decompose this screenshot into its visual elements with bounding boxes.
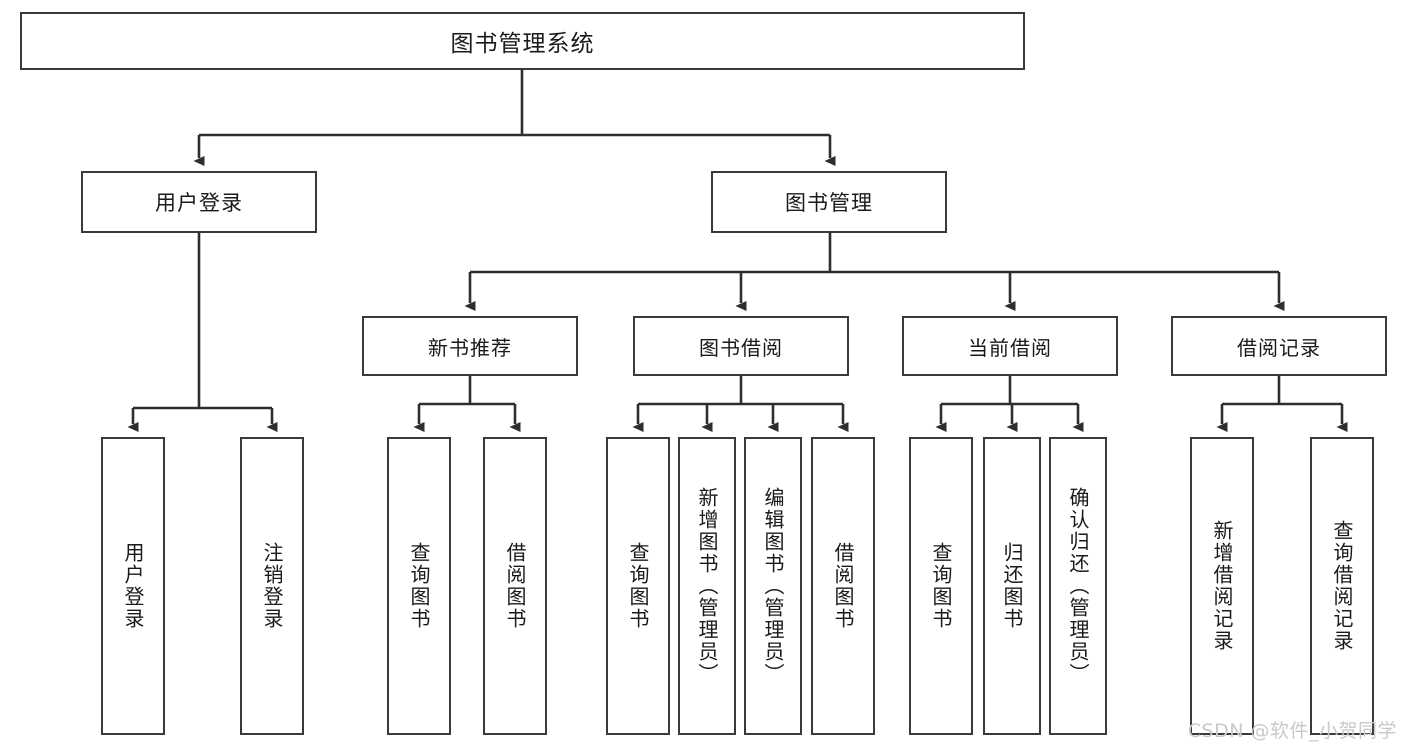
node-current-borrow[interactable]: 当前借阅	[902, 316, 1118, 376]
node-leaf-borrow-book-1[interactable]: 借阅图书	[483, 437, 547, 735]
node-leaf-user-login[interactable]: 用户登录	[101, 437, 165, 735]
node-leaf-query-book-1-label: 查询图书	[407, 542, 431, 630]
node-leaf-edit-book-label: 编辑图书（管理员）	[761, 487, 785, 685]
node-leaf-logout[interactable]: 注销登录	[240, 437, 304, 735]
node-leaf-query-book-2[interactable]: 查询图书	[606, 437, 670, 735]
node-borrow-record[interactable]: 借阅记录	[1171, 316, 1387, 376]
node-current-borrow-label: 当前借阅	[968, 335, 1052, 360]
node-leaf-add-book[interactable]: 新增图书（管理员）	[678, 437, 736, 735]
node-leaf-add-record[interactable]: 新增借阅记录	[1190, 437, 1254, 735]
node-book-manage[interactable]: 图书管理	[711, 171, 947, 233]
node-leaf-borrow-book-2-label: 借阅图书	[831, 542, 855, 630]
node-root-label: 图书管理系统	[450, 31, 595, 57]
node-leaf-add-record-label: 新增借阅记录	[1210, 520, 1234, 652]
node-book-manage-label: 图书管理	[785, 191, 873, 215]
node-leaf-user-login-label: 用户登录	[121, 542, 145, 630]
node-leaf-return-book-label: 归还图书	[1000, 542, 1024, 630]
node-leaf-edit-book[interactable]: 编辑图书（管理员）	[744, 437, 802, 735]
node-book-borrow[interactable]: 图书借阅	[633, 316, 849, 376]
node-leaf-confirm-return-label: 确认归还（管理员）	[1066, 487, 1090, 685]
node-leaf-confirm-return[interactable]: 确认归还（管理员）	[1049, 437, 1107, 735]
node-user-login-label: 用户登录	[155, 191, 243, 215]
node-borrow-record-label: 借阅记录	[1237, 335, 1321, 360]
node-leaf-return-book[interactable]: 归还图书	[983, 437, 1041, 735]
node-leaf-query-record-label: 查询借阅记录	[1330, 520, 1354, 652]
node-leaf-query-record[interactable]: 查询借阅记录	[1310, 437, 1374, 735]
node-leaf-borrow-book-1-label: 借阅图书	[503, 542, 527, 630]
node-new-book-rec[interactable]: 新书推荐	[362, 316, 578, 376]
node-leaf-query-book-1[interactable]: 查询图书	[387, 437, 451, 735]
node-root[interactable]: 图书管理系统	[20, 12, 1025, 70]
node-user-login[interactable]: 用户登录	[81, 171, 317, 233]
node-book-borrow-label: 图书借阅	[699, 335, 783, 360]
csdn-watermark: CSDN @软件_小贺同学	[1187, 720, 1397, 742]
node-leaf-query-book-2-label: 查询图书	[626, 542, 650, 630]
node-leaf-add-book-label: 新增图书（管理员）	[695, 487, 719, 685]
node-leaf-query-book-3-label: 查询图书	[929, 542, 953, 630]
node-leaf-query-book-3[interactable]: 查询图书	[909, 437, 973, 735]
node-leaf-logout-label: 注销登录	[260, 542, 284, 630]
node-new-book-rec-label: 新书推荐	[428, 335, 512, 360]
node-leaf-borrow-book-2[interactable]: 借阅图书	[811, 437, 875, 735]
